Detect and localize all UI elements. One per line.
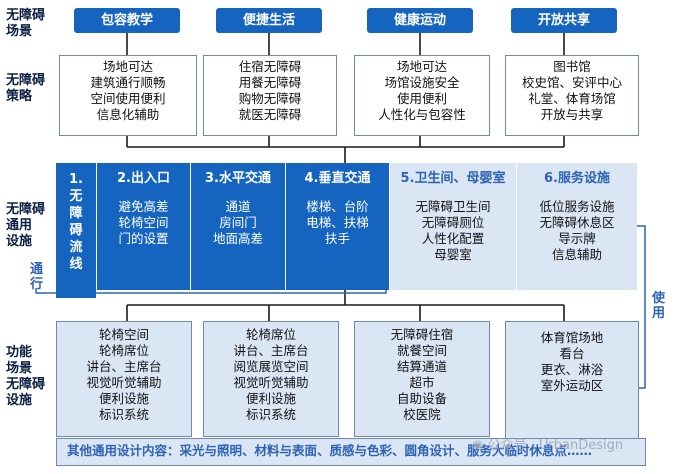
wechat-icon: ◉: [472, 438, 488, 453]
label-scene: 无障碍场景: [6, 8, 46, 39]
scene-pill-sharing: 开放共享: [511, 8, 617, 33]
function-box-living: 轮椅席位讲台、主席台阅览展览空间视觉听觉辅助便利设施标识系统: [203, 321, 339, 437]
function-box-teaching: 轮椅空间轮椅席位讲台、主席台视觉听觉辅助便利设施标识系统: [56, 321, 192, 437]
strategy-box-teaching: 场地可达建筑通行顺畅空间使用便利信息化辅助: [59, 55, 197, 136]
strategy-box-living: 住宿无障碍用餐无障碍购物无障碍就医无障碍: [203, 55, 337, 136]
label-use: 使用: [652, 291, 666, 321]
function-box-sharing: 体育馆场地看台更衣、淋浴室外运动区: [505, 321, 639, 440]
label-function-facilities: 功能场景无障碍设施: [6, 345, 46, 408]
facility-service: 6.服务设施 低位服务设施无障碍休息区导示牌信息辅助: [517, 163, 637, 290]
scene-pill-sports: 健康运动: [367, 8, 473, 33]
facility-horizontal-traffic: 3.水平交通 通道房间门地面高差: [191, 163, 285, 290]
facility-barrier-free-route: 1. 无 障 碍 流 线: [56, 163, 96, 298]
label-passage: 通行: [30, 262, 44, 292]
scene-pill-teaching: 包容教学: [74, 8, 180, 33]
strategy-box-sports: 场地可达场馆设施安全使用便利人性化与包容性: [354, 55, 490, 136]
scene-pill-living: 便捷生活: [216, 8, 322, 33]
strategy-box-sharing: 图书馆校史馆、安评中心礼堂、体育场馆开放与共享: [505, 55, 639, 136]
facility-vertical-traffic: 4.垂直交通 楼梯、台阶电梯、扶梯扶手: [286, 163, 389, 290]
watermark: ◉ 公众号 · UrbanDesign: [472, 438, 624, 453]
function-box-sports: 无障碍住宿就餐空间结算通道超市自助设备校医院: [354, 321, 490, 437]
other-design-content: 其他通用设计内容：采光与照明、材料与表面、质感与色彩、圆角设计、服务大临时休息点…: [56, 438, 646, 466]
facility-entrance: 2.出入口 避免高差轮椅空间门的设置: [97, 163, 190, 290]
label-strategy: 无障碍策略: [6, 73, 46, 104]
facility-restroom: 5.卫生间、母婴室 无障碍卫生间无障碍厕位人性化配置母婴室: [390, 163, 516, 290]
label-general-facilities: 无障碍通用设施: [6, 202, 46, 249]
